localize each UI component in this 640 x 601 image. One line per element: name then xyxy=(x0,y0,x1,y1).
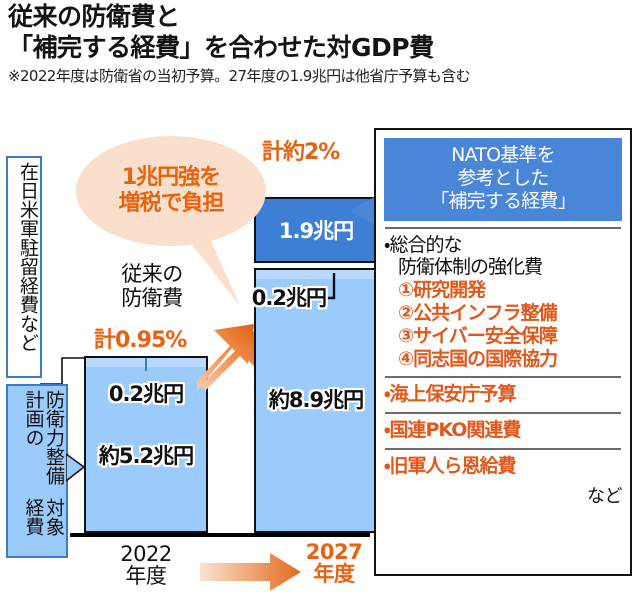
nato-group-comprehensive-line2: 防衛体制の強化費 xyxy=(398,256,543,279)
side-label-defense-buildup-pointer-icon xyxy=(66,453,85,482)
x-axis-label-2027: 2027 年度 xyxy=(282,541,386,585)
speech-bubble-line2: 増税で負担 xyxy=(118,191,224,216)
nato-subitem-international-cooperation: ④同志国の国際協力 xyxy=(398,347,558,370)
nato-divider-1 xyxy=(385,226,621,229)
nato-divider-3 xyxy=(385,412,621,415)
page-title-line1: 従来の防衛費と xyxy=(8,2,180,31)
nato-item-coast-guard-budget: ・海上保安庁予算 xyxy=(384,383,516,406)
growth-arrow-icon xyxy=(196,324,262,390)
bar-2022-total-percent: 計0.95% xyxy=(94,328,187,353)
nato-subitem-research-development: ①研究開発 xyxy=(398,279,486,302)
nato-item-veterans-pensions: ・旧軍人ら恩給費 xyxy=(384,454,516,477)
page-subtitle-note: ※2022年度は防衛省の当初予算。27年度の1.9兆円は他省庁予算も含む xyxy=(8,67,471,85)
nato-panel-heading: NATO基準を 参考とした 「補完する経費」 xyxy=(384,138,622,221)
bar-2027-label-us-forces: 0.2兆円 xyxy=(251,286,327,310)
x-axis-label-2027-year: 2027 xyxy=(305,540,363,564)
bar-2027-segment-us-forces xyxy=(254,268,378,279)
speech-bubble-line1: 1兆円強を xyxy=(121,165,221,191)
side-label-defense-buildup-plan-col1: 防衛力整備計画の xyxy=(22,390,65,485)
bar-2022-label-us-forces: 0.2兆円 xyxy=(108,382,184,406)
speech-bubble: 1兆円強を 増税で負担 xyxy=(76,136,266,246)
x-axis-label-2022-year: 2022 xyxy=(120,542,172,566)
side-label-us-forces-connector-icon xyxy=(40,357,86,385)
side-label-defense-buildup-plan-col2: 対象経費 xyxy=(22,498,65,536)
bar-2027-leader-bracket-icon xyxy=(320,273,336,300)
nato-heading-line3: 「補完する経費」 xyxy=(430,190,576,213)
nato-divider-2 xyxy=(385,376,621,379)
bar-2022 xyxy=(84,356,208,533)
nato-subitem-public-infrastructure: ②公共インフラ整備 xyxy=(398,301,558,324)
side-label-defense-buildup-plan: 防衛力整備計画の 対象経費 xyxy=(6,384,68,558)
speech-bubble-text: 1兆円強を 増税で負担 xyxy=(118,165,224,217)
nato-divider-4 xyxy=(385,447,621,450)
bar-2022-segment-defense-plan xyxy=(84,367,208,533)
nato-panel: NATO基準を 参考とした 「補完する経費」 ・総合的な 防衛体制の強化費 ①研… xyxy=(374,128,632,576)
year-transition-arrow-icon xyxy=(200,553,301,591)
bar-2022-caption: 従来の 防衛費 xyxy=(92,262,212,310)
speech-bubble-tail-icon xyxy=(182,232,240,306)
bar-2027-segment-defense-plan xyxy=(254,279,378,533)
nato-group-comprehensive-line1: ・総合的な xyxy=(384,233,462,256)
bar-2027-label-defense-plan: 約8.9兆円 xyxy=(268,388,364,412)
nato-item-un-pko-expenses: ・国連PKO関連費 xyxy=(384,419,521,442)
header: 従来の防衛費と 「補完する経費」を合わせた対GDP費 ※2022年度は防衛省の当… xyxy=(8,2,638,85)
bar-2027-label-complementary: 1.9兆円 xyxy=(278,219,354,243)
nato-heading-line2: 参考とした xyxy=(457,167,549,190)
nato-subitem-cyber-security: ③サイバー安全保障 xyxy=(398,324,558,347)
page-title-line2: 「補完する経費」を合わせた対GDP費 xyxy=(8,32,434,62)
bar-2027-segment-complementary xyxy=(254,197,378,263)
bar-2022-caption-line2: 防衛費 xyxy=(121,285,183,310)
side-label-us-forces-stationing: 在日米軍駐留経費など xyxy=(6,156,42,378)
nato-heading-line1: NATO基準を xyxy=(451,144,556,166)
bar-2027-total-percent: 計約2% xyxy=(262,140,340,165)
bar-chart: 0.2兆円 約5.2兆円 従来の 防衛費 計0.95% 1.9兆円 0.2兆 xyxy=(0,110,640,601)
x-axis-label-2022-nendo: 年度 xyxy=(125,564,168,589)
bar-2022-tick xyxy=(145,358,147,371)
bar-2027 xyxy=(254,197,378,533)
x-axis-label-2027-nendo: 年度 xyxy=(313,562,356,587)
x-axis-label-2022: 2022 年度 xyxy=(86,543,206,587)
chart-baseline xyxy=(70,533,370,537)
nato-panel-pointer-icon xyxy=(350,196,376,226)
bar-2022-caption-line1: 従来の xyxy=(121,262,183,286)
nato-panel-etc: など xyxy=(587,485,623,507)
bar-2022-label-defense-plan: 約5.2兆円 xyxy=(98,444,194,468)
